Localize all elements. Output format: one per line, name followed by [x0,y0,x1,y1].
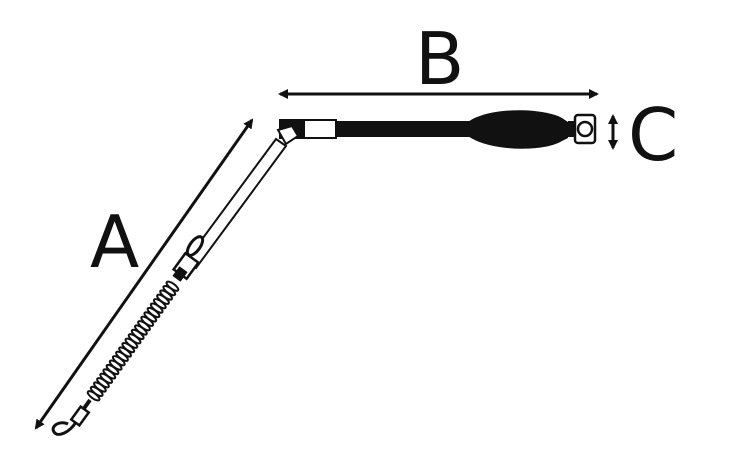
label-b: B [415,17,464,101]
label-a: A [90,200,139,284]
leash-cord [51,124,300,436]
handle-shaft [336,121,476,137]
handle-grip [468,110,568,149]
cord-hinge [276,124,300,146]
cord-connector [171,251,201,282]
leash-handle [279,110,597,149]
cord-strap [184,137,288,270]
coil-ring [86,390,101,402]
label-c: C [628,93,678,177]
handle-ring-attachment [568,113,597,145]
cord-snap-hook [51,398,92,436]
cord-bungee-coil [86,280,180,402]
handle-collar [303,119,337,139]
dimension-arrow-a [34,118,254,430]
